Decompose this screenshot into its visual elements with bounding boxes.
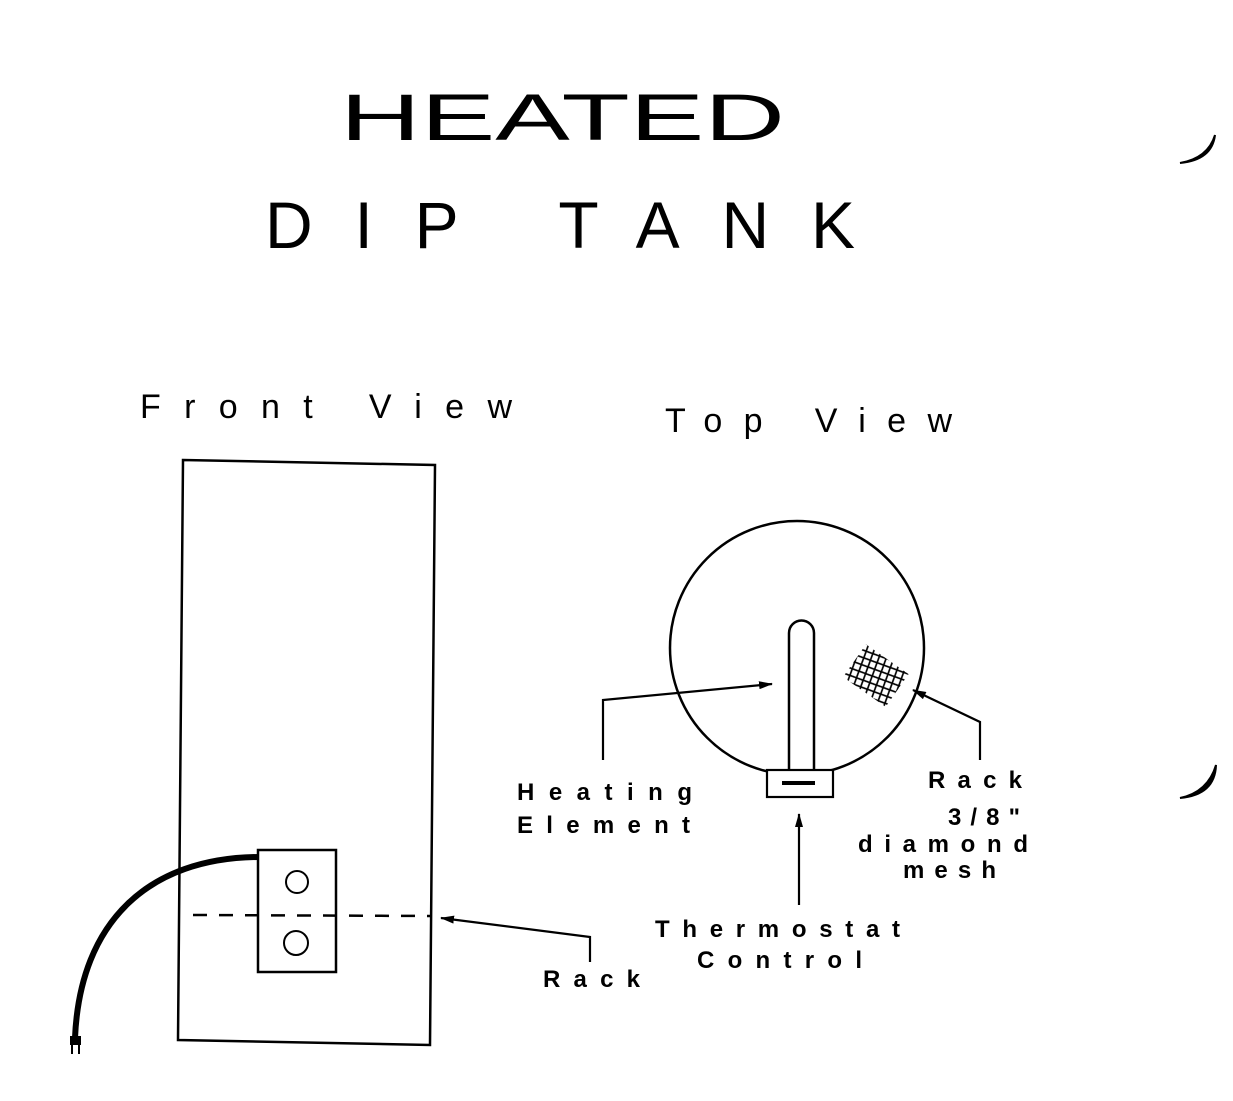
top-rack-label-line-1: Rack <box>928 767 1023 794</box>
heating-element <box>787 619 816 770</box>
top-rack-label-line-3: diamond <box>858 831 1028 858</box>
tank-body <box>176 458 437 1047</box>
diamond-mesh-rack <box>843 644 909 707</box>
power-cord <box>72 854 259 1039</box>
rack-dashed-line <box>192 913 431 918</box>
front-rack-label: Rack <box>543 966 641 993</box>
title-line-2: DIP TANK <box>265 188 855 262</box>
heating-label-line-1: Heating <box>517 779 692 806</box>
top-view-heading: Top View <box>665 402 952 440</box>
control-box <box>256 848 338 974</box>
control-knob-bottom <box>283 930 309 956</box>
plug-icon <box>70 1036 81 1054</box>
heating-label-line-2: Element <box>517 812 690 839</box>
thermostat-label-line-1: Thermostat <box>655 916 900 943</box>
front-view: Rack <box>70 458 641 1054</box>
front-view-heading: Front View <box>140 388 512 426</box>
top-view: Heating Element Thermostat Control Rack … <box>517 519 1028 974</box>
title-line-1: HEATED <box>340 80 785 154</box>
binder-hole-mark-bottom <box>1179 764 1217 799</box>
thermostat-label-line-2: Control <box>697 947 862 974</box>
rack-pointer-arrow <box>440 915 592 962</box>
top-rack-label-line-4: mesh <box>903 857 996 884</box>
top-rack-label-line-2: 3/8" <box>948 804 1020 831</box>
rack-arrow <box>912 689 982 760</box>
control-knob-top <box>285 870 309 894</box>
heating-element-arrow <box>601 681 773 760</box>
binder-hole-mark-top <box>1179 134 1216 164</box>
